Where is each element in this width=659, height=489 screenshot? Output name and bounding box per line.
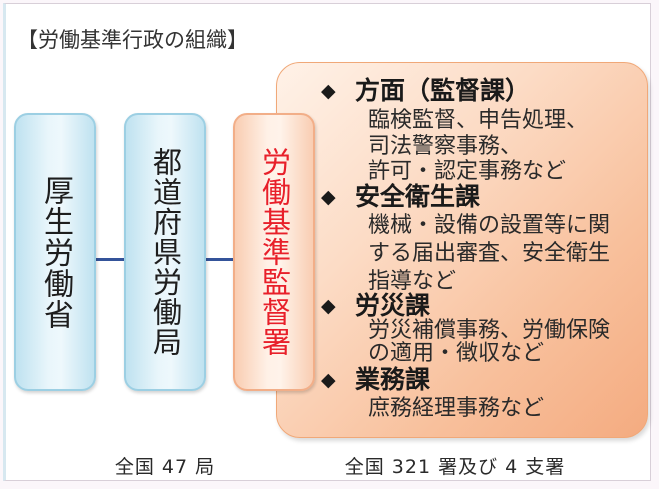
diagram-title: 【労働基準行政の組織】 — [17, 28, 248, 52]
section-heading-row: ◆ 労災課 — [321, 291, 430, 321]
bureau-count-label: 全国 47 局 — [114, 456, 216, 478]
section-line: の適用・徴収など — [368, 341, 545, 366]
section-line: 許可・認定事務など — [368, 159, 567, 184]
section-heading-safety-health: 安全衛生課 — [355, 182, 481, 211]
section-heading-row: ◆ 業務課 — [321, 365, 430, 395]
diamond-bullet-icon: ◆ — [321, 295, 336, 317]
org-label-ministry: 厚生労働省 — [38, 174, 73, 330]
section-heading-workers-comp: 労災課 — [355, 291, 431, 320]
office-count-label: 全国 321 署及び 4 支署 — [344, 456, 566, 478]
section-line: 司法警察事務、 — [368, 134, 523, 159]
org-label-inspection-office: 労働基準監督署 — [257, 147, 292, 357]
section-heading-row: ◆ 安全衛生課 — [321, 182, 480, 212]
diamond-bullet-icon: ◆ — [321, 80, 336, 102]
section-heading-row: ◆ 方面（監督課） — [321, 76, 530, 106]
org-box-prefectural-bureau: 都道府県労働局 — [124, 113, 206, 391]
org-box-ministry: 厚生労働省 — [14, 113, 96, 391]
section-line: 臨検監督、申告処理、 — [368, 108, 589, 133]
org-box-inspection-office: 労働基準監督署 — [233, 113, 315, 391]
section-line: 労災補償事務、労働保険 — [368, 318, 611, 343]
section-line: 指導など — [368, 269, 457, 294]
section-line: 庶務経理事務など — [368, 396, 545, 421]
section-heading-supervision: 方面（監督課） — [355, 76, 531, 105]
section-line: 機械・設備の設置等に関 — [368, 213, 611, 238]
diamond-bullet-icon: ◆ — [321, 186, 336, 208]
org-label-prefectural-bureau: 都道府県労働局 — [148, 147, 183, 357]
section-line: する届出審査、安全衛生 — [368, 241, 611, 266]
section-heading-general-affairs: 業務課 — [355, 365, 431, 394]
connector-line — [96, 258, 124, 261]
connector-line — [206, 258, 234, 261]
diamond-bullet-icon: ◆ — [321, 369, 336, 391]
sections-panel: ◆ 方面（監督課） 臨検監督、申告処理、 司法警察事務、 許可・認定事務など ◆ 安… — [276, 62, 648, 438]
